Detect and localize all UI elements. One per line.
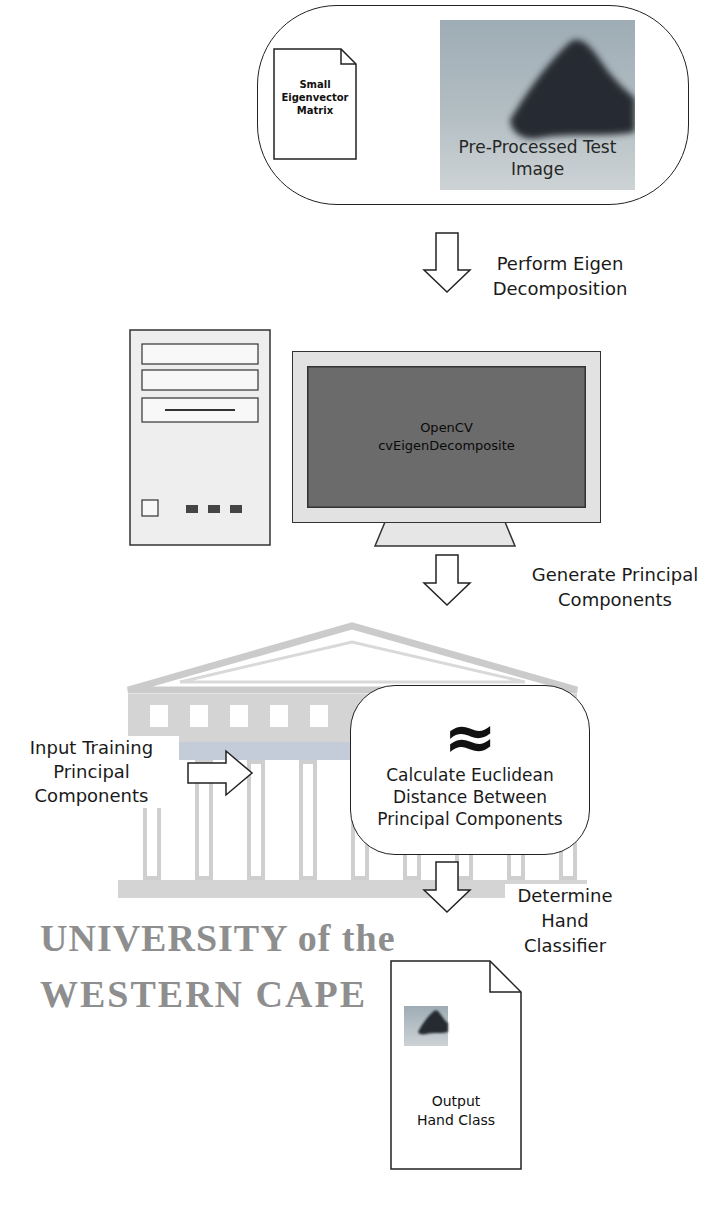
document-outline bbox=[390, 960, 522, 1170]
thumbnail-image bbox=[404, 1006, 448, 1046]
test-image: Pre-Processed Test Image bbox=[440, 20, 635, 190]
document-fold bbox=[490, 961, 521, 992]
monitor-stand bbox=[375, 522, 515, 546]
input-arrow bbox=[188, 751, 252, 795]
logo-window bbox=[310, 705, 328, 727]
node-text: Calculate Euclidean Distance Between Pri… bbox=[365, 764, 575, 830]
flow-arrow bbox=[424, 233, 470, 292]
hand-shape bbox=[418, 1010, 448, 1034]
input-label: Input Training Principal Components bbox=[4, 736, 179, 808]
edge-label: Perform Eigen Decomposition bbox=[485, 252, 635, 302]
input-group: Small Eigenvector MatrixPre-Processed Te… bbox=[257, 5, 689, 205]
edge-label: Determine Hand Classifier bbox=[505, 884, 625, 958]
process-box: ≈Calculate Euclidean Distance Between Pr… bbox=[350, 685, 590, 855]
hand-shape bbox=[510, 40, 635, 139]
node-text: Output Hand Class bbox=[413, 1092, 499, 1130]
watermark-text: WESTERN CAPE bbox=[40, 972, 367, 1016]
document-shape bbox=[391, 961, 521, 1169]
logo-column bbox=[249, 762, 263, 878]
logo-window bbox=[190, 705, 208, 727]
logo-pediment-inner bbox=[180, 642, 525, 682]
power-button bbox=[142, 500, 158, 516]
logo-column bbox=[301, 762, 315, 878]
document-fold bbox=[341, 49, 356, 64]
node-text: OpenCV cvEigenDecomposite bbox=[372, 419, 522, 454]
node-text: Small Eigenvector Matrix bbox=[277, 78, 353, 117]
tower-light bbox=[186, 505, 198, 513]
flow-arrow bbox=[424, 862, 470, 912]
computer-tower bbox=[130, 330, 270, 545]
tower-case bbox=[130, 330, 270, 545]
tower-light bbox=[208, 505, 220, 513]
monitor-screen: OpenCV cvEigenDecomposite bbox=[293, 352, 600, 522]
flow-arrow bbox=[424, 555, 470, 605]
drive-bay bbox=[142, 370, 258, 390]
matrix-document: Small Eigenvector Matrix bbox=[273, 48, 357, 160]
output-document: Output Hand Class bbox=[390, 960, 522, 1170]
drive-bay bbox=[142, 344, 258, 364]
logo-window bbox=[230, 705, 248, 727]
tower-light bbox=[230, 505, 242, 513]
document-outline bbox=[273, 48, 357, 160]
edge-label: Generate Principal Components bbox=[515, 563, 715, 613]
logo-window bbox=[270, 705, 288, 727]
watermark-text: UNIVERSITY of the bbox=[40, 916, 396, 960]
floppy-slot bbox=[165, 409, 235, 411]
document-shape bbox=[274, 49, 356, 159]
logo-window bbox=[150, 705, 168, 727]
logo-pediment bbox=[128, 626, 577, 690]
thumbnail-ground bbox=[404, 1006, 448, 1046]
node-text: Pre-Processed Test Image bbox=[455, 136, 620, 180]
floppy-bay bbox=[142, 398, 258, 422]
symbol-text: ≈ bbox=[443, 710, 497, 764]
